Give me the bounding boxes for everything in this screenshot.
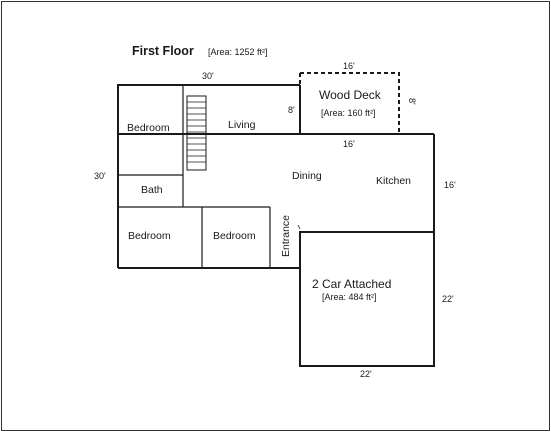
dim-garage-bottom: 22' [360, 369, 372, 379]
deck-name: Wood Deck [319, 88, 382, 102]
garage-area: [Area: 484 ft²] [322, 292, 377, 302]
deck-outline [300, 72, 400, 134]
dim-deck-top: 16' [343, 61, 355, 71]
room-kitchen: Kitchen [376, 175, 411, 187]
floor-area: [Area: 1252 ft²] [208, 47, 268, 57]
dim-deck-right: 8' [407, 98, 417, 105]
room-entrance: Entrance [280, 215, 292, 257]
door-mark [297, 224, 301, 230]
deck-area: [Area: 160 ft²] [321, 108, 376, 118]
stairs-icon [186, 95, 207, 171]
dim-deck-left: 8' [288, 105, 295, 115]
room-bedroom-bottom-left: Bedroom [128, 230, 171, 242]
dim-house-top: 30' [202, 71, 214, 81]
room-dining: Dining [292, 170, 322, 182]
garage-name: 2 Car Attached [312, 277, 391, 291]
dim-house-left: 30' [94, 171, 106, 181]
room-bath: Bath [141, 184, 163, 196]
garage-outline [299, 231, 435, 367]
room-living: Living [228, 119, 256, 131]
floor-title: First Floor [132, 44, 194, 58]
room-bedroom-top: Bedroom [127, 122, 170, 134]
room-bedroom-bottom-right: Bedroom [213, 230, 256, 242]
dim-kitchen-right: 16' [444, 180, 456, 190]
dim-deck-bottom: 16' [343, 139, 355, 149]
dim-garage-right: 22' [442, 294, 454, 304]
